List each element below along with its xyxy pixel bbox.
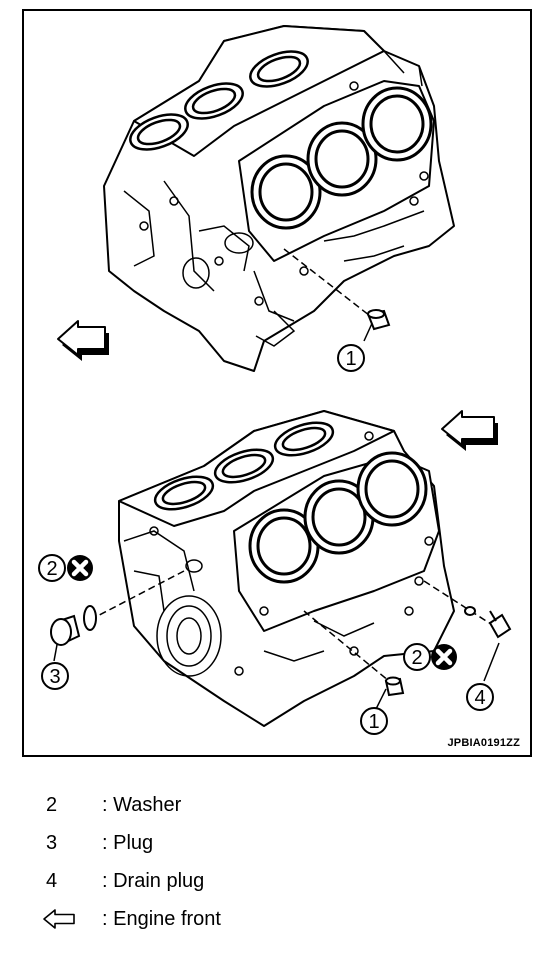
legend: 2 : Washer 3 : Plug 4 : Drain plug : Eng… [42,790,522,942]
callout-1-top: 1 [337,344,365,372]
engine-front-arrow-top [57,320,109,361]
engine-block-top-details [123,50,429,347]
plug-part [50,614,81,646]
callout-3-label: 3 [49,666,60,688]
diagram-frame: 1 1 2 3 2 4 JPBIA0191ZZ [22,9,532,757]
legend-item: 4 : Drain plug [42,866,522,904]
drain-plug-right-leader [423,580,500,682]
do-not-reuse-icon [67,555,93,581]
legend-text: : Plug [102,832,154,854]
washer-part-left [83,605,97,631]
callout-2-left-label: 2 [46,558,57,580]
cylinder-bores-left-bottom [153,421,335,511]
washer-part-right [464,606,476,616]
callout-1-bottom: 1 [360,707,388,735]
callout-1-top-label: 1 [345,348,356,370]
callout-2-right: 2 [403,644,457,670]
legend-text: : Engine front [102,908,221,930]
callout-3: 3 [41,662,69,690]
drain-plug-part-bottom [384,676,405,697]
cylinder-bores-left-top [129,50,309,151]
drain-plug-part-top [366,309,391,331]
callout-4-label: 4 [474,687,485,709]
engine-front-arrow-icon [43,909,75,929]
callout-1-bottom-leader [303,610,390,710]
callout-2-left: 2 [38,555,93,581]
engine-front-arrow-bottom [441,410,498,451]
legend-key: 2 [46,794,58,816]
legend-item: 2 : Washer [42,790,522,828]
legend-key: 3 [46,832,58,854]
callout-4: 4 [466,683,494,711]
cylinder-bores-right-bottom [248,451,428,584]
callout-2-right-label: 2 [411,647,422,669]
diagram-code: JPBIA0191ZZ [447,737,520,749]
cylinder-bores-right-top [250,86,433,230]
callout-1-bottom-label: 1 [368,711,379,733]
legend-text: : Drain plug [102,870,205,892]
legend-key: 4 [46,870,58,892]
legend-item-engine-front: : Engine front [42,904,522,942]
do-not-reuse-icon [431,644,457,670]
legend-item: 3 : Plug [42,828,522,866]
drain-plug-part [488,610,512,639]
legend-text: : Washer [102,794,182,816]
engine-block-bottom-details [123,431,434,677]
engine-block-diagram: 1 1 2 3 2 4 [38,25,512,735]
